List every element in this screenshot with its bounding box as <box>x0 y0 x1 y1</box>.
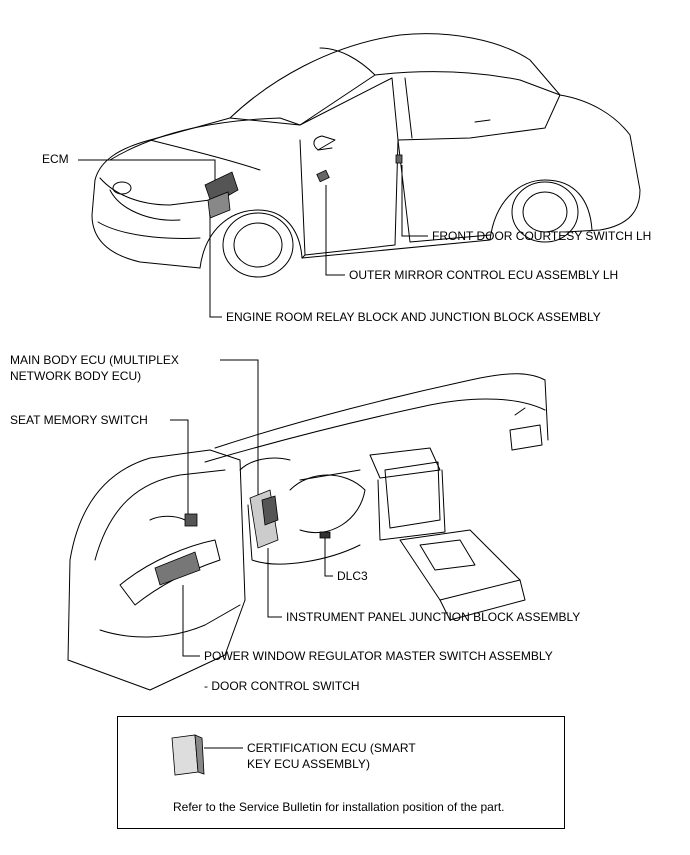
label-front-door-courtesy-switch: FRONT DOOR COURTESY SWITCH LH <box>432 229 652 243</box>
certification-ecu-note-box <box>117 716 565 829</box>
ecm-component <box>204 171 239 219</box>
certification-ecu-part <box>171 734 205 776</box>
power-window-switch-part <box>154 551 201 586</box>
label-certification-ecu-line1: CERTIFICATION ECU (SMART <box>247 741 416 755</box>
courtesy-switch-part <box>395 154 403 164</box>
dlc3-part <box>319 531 331 539</box>
label-ecm: ECM <box>42 152 69 166</box>
main-body-ecu-part <box>249 489 279 549</box>
seat-memory-switch-part <box>184 513 198 527</box>
label-main-body-ecu-line2: NETWORK BODY ECU) <box>10 369 142 383</box>
label-engine-room-relay-block: ENGINE ROOM RELAY BLOCK AND JUNCTION BLO… <box>226 310 601 324</box>
label-outer-mirror-control-ecu: OUTER MIRROR CONTROL ECU ASSEMBLY LH <box>349 268 619 282</box>
label-dlc3: DLC3 <box>337 569 368 583</box>
label-certification-ecu-line2: KEY ECU ASSEMBLY) <box>247 757 370 771</box>
outer-mirror-ecu-part <box>316 169 330 183</box>
label-power-window-master-switch: POWER WINDOW REGULATOR MASTER SWITCH ASS… <box>204 649 553 663</box>
label-seat-memory-switch: SEAT MEMORY SWITCH <box>10 413 148 427</box>
service-bulletin-note: Refer to the Service Bulletin for instal… <box>173 800 505 814</box>
label-main-body-ecu-line1: MAIN BODY ECU (MULTIPLEX <box>10 353 179 367</box>
label-instrument-panel-junction-block: INSTRUMENT PANEL JUNCTION BLOCK ASSEMBLY <box>286 610 581 624</box>
label-door-control-switch: - DOOR CONTROL SWITCH <box>204 679 360 693</box>
